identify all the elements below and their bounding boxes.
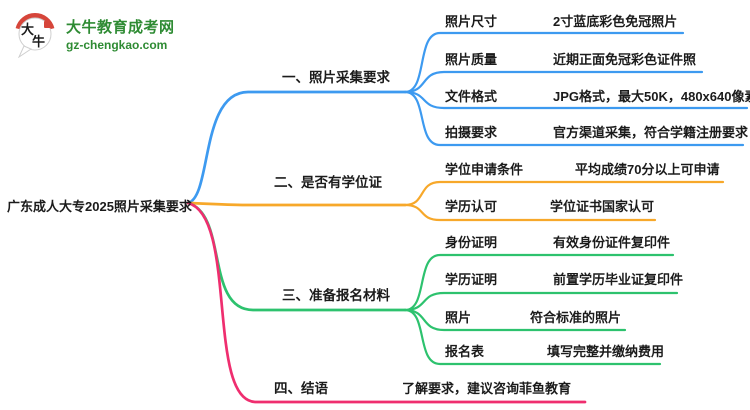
subtopic-label[interactable]: 报名表 <box>445 344 485 359</box>
branch-line-conclusion-main <box>186 201 587 404</box>
branch-line-photo-main <box>186 90 407 205</box>
subtopic-value[interactable]: 有效身份证件复印件 <box>553 235 671 250</box>
svg-text:大: 大 <box>21 22 34 38</box>
bull-icon: 大 牛 <box>15 13 55 58</box>
subtopic-value[interactable]: JPG格式，最大50K，480x640像素 <box>553 89 750 104</box>
branch-line-degree-main <box>186 201 407 207</box>
subtopic-value[interactable]: 填写完整并缴纳费用 <box>547 344 665 359</box>
logo-title: 大牛教育成考网 <box>66 19 175 36</box>
branch-label-photo[interactable]: 一、照片采集要求 <box>282 70 390 85</box>
branch-line-materials-row1 <box>403 253 675 312</box>
branch-label-conclusion[interactable]: 四、结语 <box>274 381 328 396</box>
subtopic-value[interactable]: 学位证书国家认可 <box>550 199 655 214</box>
subtopic-label[interactable]: 学位申请条件 <box>445 162 524 177</box>
branch-label-degree[interactable]: 二、是否有学位证 <box>274 175 382 190</box>
central-topic[interactable]: 广东成人大专2025照片采集要求 <box>7 199 192 214</box>
branch-line-photo-row3 <box>403 90 749 110</box>
branch-line-materials-row4 <box>403 308 662 366</box>
subtopic-value[interactable]: 官方渠道采集，符合学籍注册要求 <box>553 125 749 140</box>
subtopic-value[interactable]: 前置学历毕业证复印件 <box>553 272 684 287</box>
svg-text:牛: 牛 <box>32 34 45 50</box>
subtopic-label[interactable]: 拍摄要求 <box>445 125 498 140</box>
subtopic-value[interactable]: 符合标准的照片 <box>530 310 622 325</box>
subtopic-value[interactable]: 2寸蓝底彩色免冠照片 <box>553 14 678 29</box>
branch-line-photo-row2 <box>403 70 704 94</box>
subtopic-label[interactable]: 照片尺寸 <box>445 14 498 29</box>
branch-line-degree-row1 <box>403 180 725 207</box>
subtopic-label[interactable]: 身份证明 <box>445 235 498 250</box>
subtopic-label[interactable]: 学历证明 <box>445 272 498 287</box>
branch-line-photo-row4 <box>403 90 745 147</box>
subtopic-label[interactable]: 学历认可 <box>445 199 498 214</box>
site-logo: 大 牛 大牛教育成考网 gz-chengkao.com <box>12 10 175 58</box>
subtopic-label[interactable]: 照片质量 <box>445 52 498 67</box>
branch-line-photo-row1 <box>403 31 685 94</box>
subtopic-label[interactable]: 文件格式 <box>445 89 498 104</box>
branch-line-degree-row2 <box>403 203 657 222</box>
subtopic-value[interactable]: 近期正面免冠彩色证件照 <box>553 52 697 67</box>
logo-domain: gz-chengkao.com <box>66 38 168 52</box>
branch-value-conclusion[interactable]: 了解要求，建议咨询菲鱼教育 <box>402 381 572 396</box>
subtopic-label[interactable]: 照片 <box>445 310 472 325</box>
subtopic-value[interactable]: 平均成绩70分以上可申请 <box>575 162 720 177</box>
branch-label-materials[interactable]: 三、准备报名材料 <box>282 288 390 303</box>
branch-line-materials-row2 <box>403 291 679 312</box>
